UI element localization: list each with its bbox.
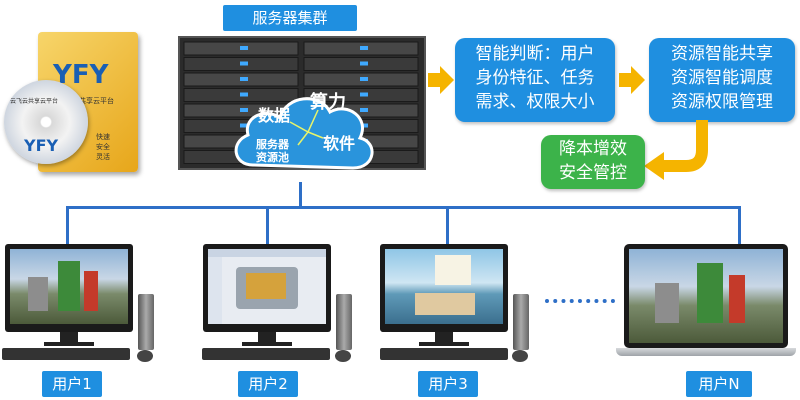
monitor-2: [203, 244, 331, 332]
cloud-label-pool: 服务器 资源池: [256, 138, 289, 164]
laptop-base: [616, 348, 796, 356]
monitor-1: [5, 244, 133, 332]
feature-fast: 快速: [96, 133, 110, 141]
server-led: [360, 123, 368, 128]
box-caption: 云飞云共享云平台: [58, 97, 114, 105]
workstation-3: [378, 244, 548, 369]
cloud-label-data: 数据: [258, 106, 291, 125]
pool-line-2: 资源池: [256, 151, 289, 164]
laptop-n: [616, 244, 800, 369]
server-led: [240, 61, 248, 66]
user-label-n: 用户N: [686, 371, 752, 397]
curved-arrow-icon: [644, 120, 708, 180]
resource-line-1: 资源智能共享: [671, 44, 773, 64]
drop-line-1: [66, 206, 69, 246]
resource-management-box: 资源智能共享 资源智能调度 资源权限管理: [649, 38, 795, 122]
user-label-2: 用户2: [238, 371, 298, 397]
smart-judgment-box: 智能判断：用户 身份特征、任务 需求、权限大小: [455, 38, 615, 122]
feature-flexible: 灵活: [96, 153, 110, 161]
server-led: [360, 77, 368, 81]
server-led: [360, 61, 368, 66]
workstation-2: [200, 244, 370, 369]
resource-line-3: 资源权限管理: [671, 92, 773, 112]
cost-security-box: 降本增效 安全管控: [541, 135, 645, 189]
bus-line: [66, 206, 740, 209]
disc-caption: 云飞云共享云平台: [10, 98, 59, 105]
cloud-label-compute: 算力: [310, 92, 346, 113]
cloud-label-software: 软件: [323, 134, 356, 153]
benefit-line-2: 安全管控: [559, 163, 627, 183]
drop-line-n: [738, 206, 741, 246]
monitor-3: [380, 244, 508, 332]
server-led: [240, 77, 248, 81]
resource-cloud: 数据 算力 软件 服务器 资源池: [228, 80, 378, 180]
server-led: [240, 108, 248, 112]
judge-line-1: 智能判断：用户: [475, 44, 595, 64]
benefit-line-1: 降本增效: [559, 139, 627, 159]
server-led: [240, 92, 248, 97]
laptop-screen: [624, 244, 788, 348]
judge-line-3: 需求、权限大小: [475, 92, 595, 112]
resource-line-2: 资源智能调度: [671, 68, 773, 88]
cd-disc: 云飞云共享云平台 YFY: [4, 80, 88, 164]
user-label-1: 用户1: [42, 371, 102, 397]
cloud-shape: [234, 97, 374, 170]
drop-line-2: [266, 206, 269, 246]
drop-line-3: [446, 206, 449, 246]
pool-line-1: 服务器: [256, 138, 289, 151]
arrow-right-icon-2: [619, 66, 645, 94]
trunk-line: [299, 182, 302, 208]
user-label-3: 用户3: [418, 371, 478, 397]
server-led: [240, 46, 248, 50]
server-cluster-title: 服务器集群: [223, 5, 357, 31]
server-led: [360, 46, 368, 50]
workstation-1: [0, 244, 170, 369]
arrow-right-icon: [428, 66, 454, 94]
judge-line-2: 身份特征、任务: [475, 68, 595, 88]
disc-logo: YFY: [24, 136, 59, 155]
server-led: [240, 123, 248, 128]
ellipsis-dots: [545, 299, 615, 303]
feature-safe: 安全: [96, 143, 110, 151]
feature-list: 快速 安全 灵活: [96, 132, 110, 162]
server-led: [360, 108, 368, 112]
server-led: [360, 92, 368, 97]
